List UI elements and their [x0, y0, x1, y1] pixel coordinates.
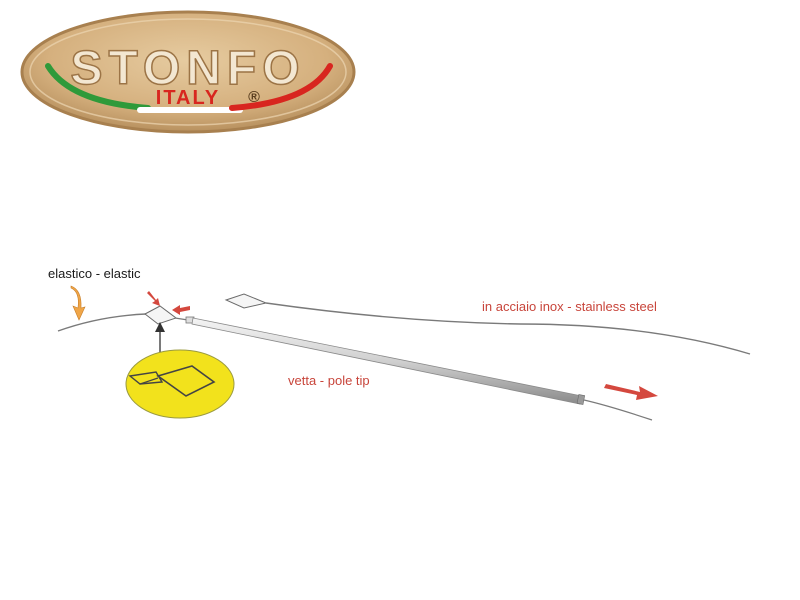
logo-brand-text: STONFO	[70, 42, 305, 95]
logo-registered-mark: ®	[248, 89, 260, 106]
steel-threader-wire	[265, 302, 751, 355]
magnifier-detail	[125, 349, 235, 419]
pole-tip-label: vetta - pole tip	[288, 373, 370, 388]
logo-country-text: ITALY	[156, 87, 220, 109]
elastic-line	[57, 313, 147, 332]
logo-swoosh-red	[229, 63, 333, 111]
steel-label: in acciaio inox - stainless steel	[482, 299, 657, 314]
pole-tip	[191, 317, 583, 405]
pole-tip-end	[576, 394, 586, 405]
connector-arrow-1	[147, 291, 160, 306]
elastic-label: elastico - elastic	[48, 266, 141, 281]
connector-diamond	[144, 305, 178, 325]
rig-diagram: elastico - elastic in acciaio inox - sta…	[48, 266, 751, 421]
steel-threader-head	[224, 293, 268, 309]
pull-direction-arrow	[604, 384, 658, 400]
logo-swoosh-green	[45, 63, 151, 111]
stonfo-logo: STONFO ITALY ®	[20, 10, 356, 134]
connector-arrow-2	[172, 305, 190, 315]
elastic-arrow	[70, 285, 86, 321]
pole-line-out	[583, 399, 653, 421]
